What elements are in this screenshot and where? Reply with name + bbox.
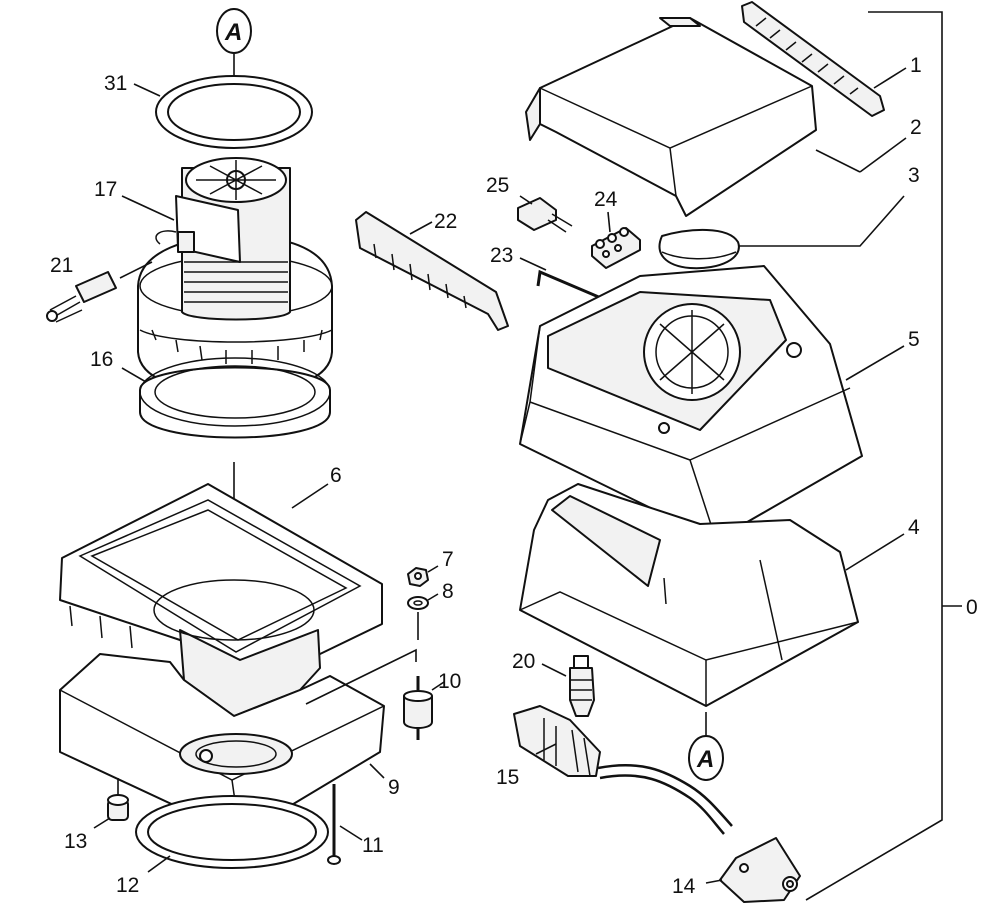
part-12-base-seal xyxy=(135,795,329,869)
label-6: 6 xyxy=(330,464,342,487)
leader-4 xyxy=(845,533,905,571)
label-25: 25 xyxy=(486,174,509,197)
part-15-connector xyxy=(513,705,733,835)
reference-mark-a-top: A xyxy=(216,8,252,54)
part-1-filter-strip xyxy=(741,1,885,117)
leader-12 xyxy=(147,855,171,873)
leader-10 xyxy=(431,681,445,691)
leader-24 xyxy=(607,211,611,233)
part-14-cable-entry xyxy=(719,837,801,903)
part-16-gasket xyxy=(139,357,331,439)
leader-3 xyxy=(738,195,905,247)
part-13-foot xyxy=(107,794,129,821)
part-17-motor xyxy=(137,157,333,393)
part-3-round-seal xyxy=(658,229,740,270)
part-10-standoff xyxy=(403,676,433,740)
leader-20 xyxy=(541,663,567,677)
part-21-carbon-brush xyxy=(46,271,117,323)
leader-5 xyxy=(845,345,905,381)
part-7-nut xyxy=(407,567,429,587)
leader-9 xyxy=(369,763,385,779)
svg-text:A: A xyxy=(696,746,714,773)
svg-text:A: A xyxy=(224,19,242,46)
leader-1 xyxy=(873,67,907,89)
part-6-upper-frame xyxy=(59,483,383,717)
part-4-lower-housing xyxy=(519,483,859,707)
leader-23 xyxy=(519,257,547,271)
part-25-capacitor xyxy=(517,197,573,233)
leader-15 xyxy=(535,743,557,755)
label-24: 24 xyxy=(594,188,618,211)
part-8-washer xyxy=(407,596,429,610)
label-4: 4 xyxy=(908,516,920,539)
leader-16 xyxy=(121,367,147,383)
label-20: 20 xyxy=(512,650,535,673)
leader-31 xyxy=(133,83,161,97)
leader-13 xyxy=(93,817,111,829)
label-5: 5 xyxy=(908,328,920,351)
part-22-filter-bracket xyxy=(355,211,509,331)
part-2-lid-cover xyxy=(525,17,817,217)
part-31-o-ring xyxy=(155,75,313,149)
leader-2a xyxy=(815,149,861,173)
label-12: 12 xyxy=(116,874,139,897)
label-10: 10 xyxy=(438,670,461,693)
label-1: 1 xyxy=(910,54,922,77)
leader-6 xyxy=(291,483,329,509)
part-9-lower-base xyxy=(59,653,385,837)
part-20-cable-gland xyxy=(569,655,595,717)
label-9: 9 xyxy=(388,776,400,799)
label-2: 2 xyxy=(910,116,922,139)
label-17: 17 xyxy=(94,178,117,201)
leader-7 xyxy=(427,565,439,573)
label-8: 8 xyxy=(442,580,454,603)
leader-22 xyxy=(409,221,433,235)
label-21: 21 xyxy=(50,254,73,277)
leader-10-base xyxy=(305,648,417,705)
label-16: 16 xyxy=(90,348,113,371)
reference-mark-a-bottom: A xyxy=(688,735,724,781)
part-11-pin xyxy=(327,784,341,865)
label-23: 23 xyxy=(490,244,513,267)
leader-2b xyxy=(859,137,907,173)
leader-17 xyxy=(121,195,175,221)
label-7: 7 xyxy=(442,548,454,571)
label-3: 3 xyxy=(908,164,920,187)
leader-8 xyxy=(427,593,439,601)
part-24-terminal-block xyxy=(591,227,641,269)
label-14: 14 xyxy=(672,875,696,898)
label-15: 15 xyxy=(496,766,519,789)
part-5-upper-housing xyxy=(519,265,863,541)
label-22: 22 xyxy=(434,210,457,233)
label-0: 0 xyxy=(966,596,978,619)
leader-11 xyxy=(339,825,363,841)
leader-21 xyxy=(119,261,153,279)
leader-14 xyxy=(705,879,723,884)
leader-25 xyxy=(519,195,533,205)
assembly-bracket xyxy=(805,11,943,901)
label-11: 11 xyxy=(362,834,384,857)
label-13: 13 xyxy=(64,830,87,853)
label-31: 31 xyxy=(104,72,127,95)
